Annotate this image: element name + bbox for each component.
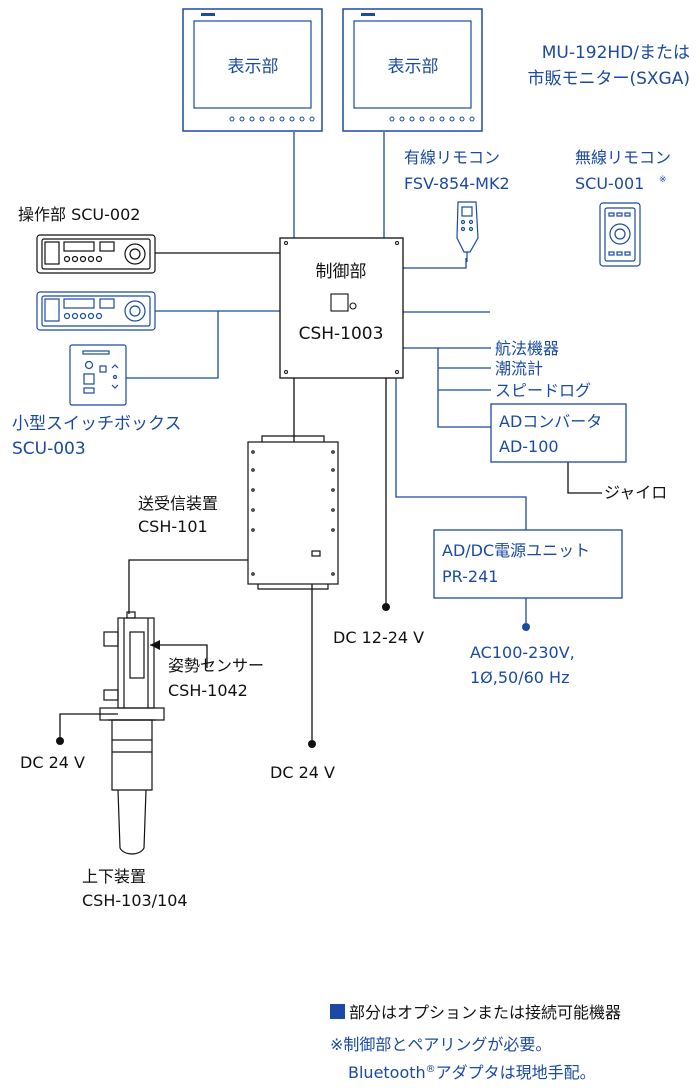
legend-note1: ※制御部とペアリングが必要。 bbox=[330, 1035, 551, 1054]
terminal-dot bbox=[382, 603, 390, 611]
legend-note2-mark: ® bbox=[426, 1064, 436, 1075]
monitor-right: 表示部 bbox=[342, 8, 483, 132]
control-unit: 制御部 CSH-1003 bbox=[279, 237, 404, 379]
attitude-sensor-line1: 姿勢センサー bbox=[168, 656, 264, 675]
pointer-arrow bbox=[150, 640, 160, 650]
monitor-option-line1: MU-192HD/または bbox=[542, 43, 690, 63]
ac-input-line2: 1Ø,50/60 Hz bbox=[470, 668, 569, 687]
switch-box-icon bbox=[69, 344, 127, 406]
wired-remote-icon bbox=[456, 201, 479, 262]
operation-unit-option-icon bbox=[36, 291, 156, 331]
switch-box-line2: SCU-003 bbox=[12, 439, 86, 459]
transceiver-line1: 送受信装置 bbox=[138, 494, 218, 513]
attitude-sensor-line2: CSH-1042 bbox=[168, 681, 248, 700]
connection-lines bbox=[59, 132, 602, 742]
operation-unit-icon bbox=[36, 234, 156, 274]
legend-note2-a: Bluetooth bbox=[348, 1063, 426, 1082]
ad-converter-line2: AD-100 bbox=[499, 437, 559, 456]
wireless-remote-line1: 無線リモコン bbox=[575, 148, 671, 167]
terminal-dot bbox=[56, 737, 64, 745]
monitor-right-label: 表示部 bbox=[388, 57, 439, 77]
nav-input-3: スピードログ bbox=[495, 381, 591, 400]
control-unit-line2: CSH-1003 bbox=[299, 324, 384, 344]
legend-note2-b: アダプタは現地手配。 bbox=[436, 1063, 596, 1082]
dc-control-label: DC 12-24 V bbox=[333, 628, 424, 647]
terminal-dot bbox=[308, 740, 316, 748]
ad-converter-line1: ADコンバータ bbox=[499, 412, 602, 431]
nav-input-2: 潮流計 bbox=[495, 359, 543, 378]
wired-remote-line2: FSV-854-MK2 bbox=[404, 174, 510, 193]
switch-box-line1: 小型スイッチボックス bbox=[12, 414, 182, 434]
operation-unit-label: 操作部 SCU-002 bbox=[18, 205, 140, 224]
monitor-option-line2: 市販モニター(SXGA) bbox=[527, 69, 690, 89]
wireless-remote-line2: SCU-001 bbox=[575, 174, 644, 193]
wireless-remote-mark: ※ bbox=[659, 175, 667, 185]
ad-converter: ADコンバータ AD-100 bbox=[490, 403, 627, 463]
control-unit-line1: 制御部 bbox=[316, 262, 367, 282]
nav-input-1: 航法機器 bbox=[495, 339, 559, 358]
hoist-line2: CSH-103/104 bbox=[82, 891, 188, 910]
gyro-label: ジャイロ bbox=[604, 483, 667, 502]
dc-hoist-label: DC 24 V bbox=[20, 753, 85, 772]
power-unit-line1: AD/DC電源ユニット bbox=[442, 541, 590, 560]
transceiver-line2: CSH-101 bbox=[138, 517, 208, 536]
terminal-dot bbox=[522, 623, 530, 631]
terminal-dots bbox=[56, 603, 530, 748]
legend-option-note: 部分はオプションまたは接続可能機器 bbox=[349, 1003, 621, 1022]
wired-remote-line1: 有線リモコン bbox=[404, 148, 500, 167]
wireless-remote-icon bbox=[599, 202, 641, 267]
legend-swatch bbox=[330, 1004, 345, 1019]
legend-note2: Bluetooth®アダプタは現地手配。 bbox=[348, 1063, 596, 1082]
power-unit: AD/DC電源ユニット PR-241 bbox=[433, 529, 623, 599]
power-unit-line2: PR-241 bbox=[442, 567, 498, 586]
transceiver-unit bbox=[247, 435, 339, 590]
hoist-unit bbox=[99, 611, 165, 855]
monitor-left-label: 表示部 bbox=[228, 57, 279, 77]
monitor-left: 表示部 bbox=[182, 8, 323, 132]
hoist-line1: 上下装置 bbox=[82, 867, 146, 886]
dc-transceiver-label: DC 24 V bbox=[270, 763, 335, 782]
ac-input-line1: AC100-230V, bbox=[470, 643, 575, 662]
